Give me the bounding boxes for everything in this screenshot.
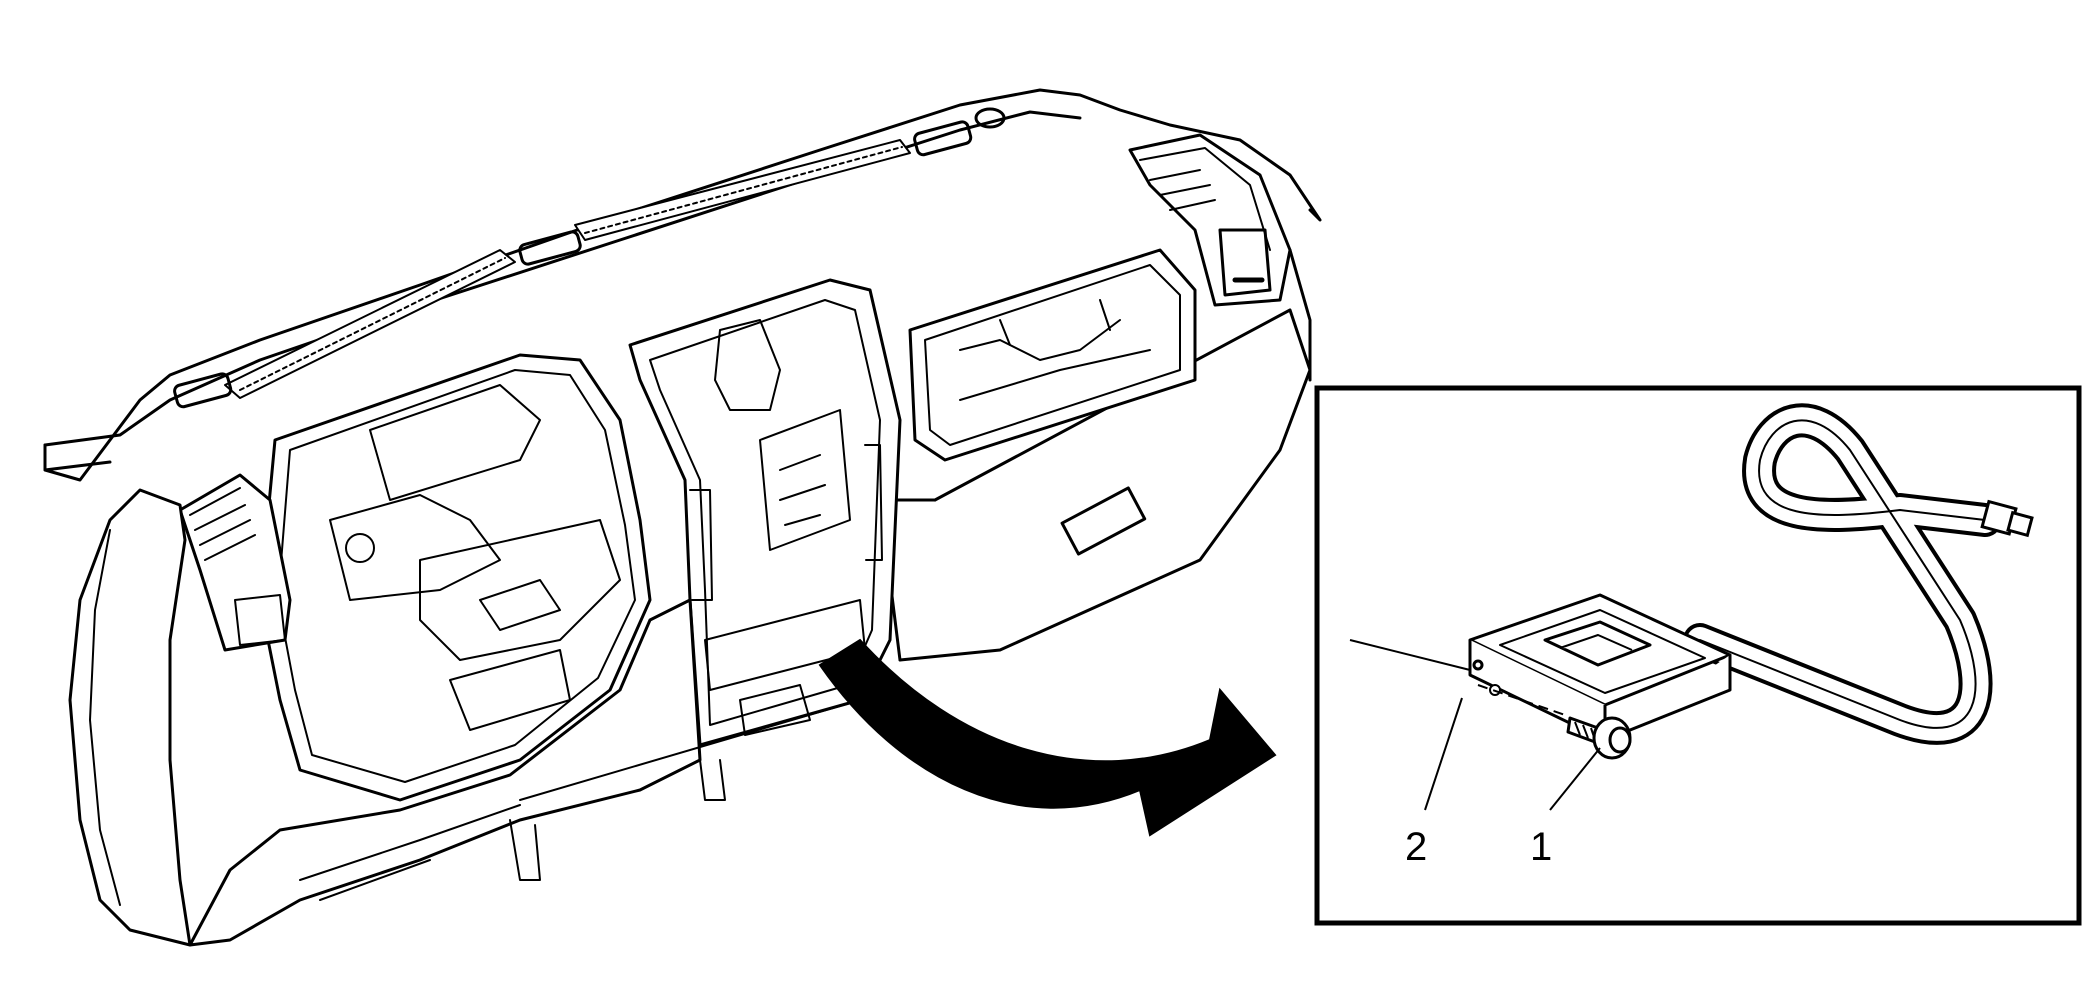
sensor-slot-right	[913, 120, 973, 157]
glove-box-door	[898, 308, 1312, 662]
harness-connector	[1980, 499, 2034, 538]
sensor-slot-center	[518, 230, 582, 266]
instrument-panel	[43, 88, 1322, 947]
left-air-vent	[178, 473, 292, 652]
callout-label-1: 1	[1530, 825, 1552, 869]
center-stack-opening	[628, 278, 902, 747]
detail-inset: 2 1	[1314, 385, 2082, 926]
defroster-grille-center	[574, 139, 911, 241]
left-end-cap	[68, 488, 192, 947]
callout-arrow	[818, 638, 1277, 837]
dash-top-pad	[43, 88, 1322, 482]
glove-box-latch	[1060, 486, 1147, 556]
lower-knee-bolster	[188, 598, 702, 947]
glove-box-opening	[908, 248, 1197, 462]
sunload-sensor	[974, 107, 1006, 129]
instrument-cluster-opening	[258, 353, 652, 802]
defroster-grille-left	[224, 249, 516, 399]
wire-harness	[1683, 403, 2002, 745]
callout-label-2: 2	[1405, 825, 1427, 869]
leader-line-2	[1424, 697, 1463, 811]
guide-line	[1349, 639, 1471, 671]
sensor-slot-left	[173, 372, 233, 409]
leader-line-1	[1549, 747, 1601, 811]
module-bracket	[1468, 593, 1732, 742]
right-air-vent	[1128, 133, 1292, 307]
fastener-bolt	[1566, 716, 1632, 760]
